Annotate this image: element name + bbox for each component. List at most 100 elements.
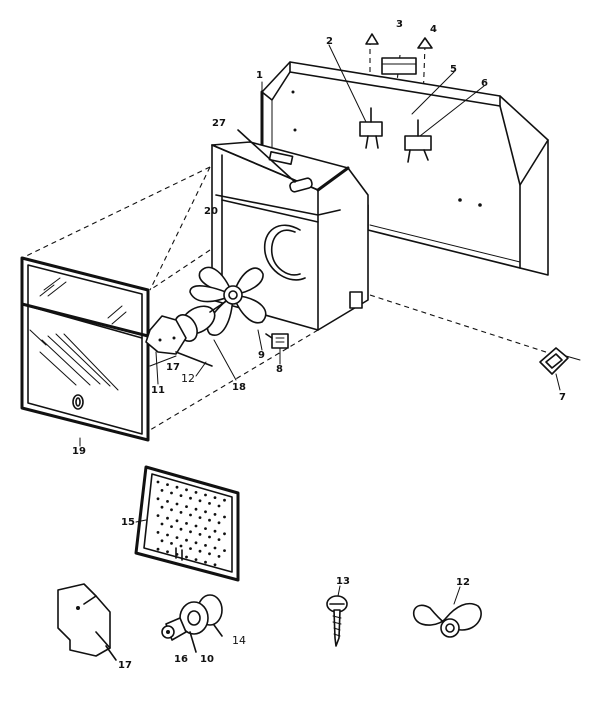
knob-cap-right — [417, 37, 433, 49]
filter-mesh-dot — [189, 496, 192, 500]
filter-mesh-dot — [156, 547, 160, 551]
filter-mesh-dot — [160, 505, 164, 509]
filter-mesh-dot — [156, 514, 160, 517]
callout-labels: 1 2 3 4 5 6 27 20 7 8 9 18 11 17 12 19 1… — [72, 19, 566, 671]
filter-mesh-dot — [194, 524, 198, 528]
motor-bracket — [145, 315, 213, 367]
front-panel-19 — [20, 256, 150, 442]
filter-mesh-dot — [185, 505, 188, 508]
filter-mesh-dot — [175, 502, 179, 506]
filter-mesh-dot — [213, 513, 217, 516]
filter-mesh-dot — [213, 563, 217, 567]
filter-mesh-dot — [156, 531, 160, 534]
filter-mesh-dot — [175, 519, 179, 523]
filter-mesh-dot — [213, 529, 217, 533]
callout-1: 1 — [256, 70, 263, 81]
filter-mesh-dot — [179, 527, 183, 531]
callout-18: 18 — [232, 382, 246, 393]
callout-13: 13 — [336, 576, 350, 587]
switch-part-6 — [404, 119, 432, 163]
callout-11: 11 — [151, 385, 165, 396]
filter-mesh-dot — [198, 516, 202, 519]
switch-part-2 — [359, 107, 383, 149]
filter-mesh-dot — [175, 485, 179, 489]
filter-mesh-dot — [160, 489, 164, 492]
filter-mesh-dot — [170, 491, 173, 495]
filter-mesh-dot — [223, 498, 226, 502]
filter-mesh-dot — [194, 491, 198, 494]
filter-mesh-dot — [204, 527, 207, 530]
filter-mesh-dot — [189, 530, 192, 534]
control-knob-part-3 — [381, 57, 417, 75]
filter-mesh-dot — [156, 480, 160, 484]
callout-17-upper: 17 — [166, 362, 180, 373]
callout-20: 20 — [204, 206, 218, 217]
filter-mesh-dot — [194, 507, 198, 511]
filter-mesh-dot — [194, 541, 198, 545]
capacitor-part-27 — [237, 129, 313, 193]
callout-7: 7 — [559, 392, 566, 403]
filter-mesh-dot — [156, 497, 160, 501]
filter-mesh-dot — [185, 538, 188, 542]
callout-5: 5 — [450, 64, 457, 75]
knob-cap-left — [365, 33, 379, 45]
filter-mesh-dot — [175, 536, 179, 539]
filter-mesh-dots — [156, 480, 226, 567]
filter-mesh-dot — [179, 494, 183, 497]
filter-mesh-dot — [204, 510, 207, 514]
filter-mesh-dot — [189, 547, 192, 550]
callout-9: 9 — [258, 350, 265, 361]
filter-mesh-dot — [204, 544, 207, 547]
filter-mesh-dot — [217, 538, 221, 541]
filter-mesh-dot — [217, 521, 221, 525]
callout-12-upper: 12 — [181, 372, 195, 385]
filter-mesh-dot — [179, 544, 183, 548]
connector-part-8 — [265, 333, 289, 349]
wing-nut-part-12 — [412, 602, 482, 638]
filter-mesh-dot — [208, 535, 211, 539]
leader-lines — [79, 44, 561, 605]
callout-16: 16 — [174, 654, 188, 665]
filter-mesh-dot — [160, 522, 164, 526]
filter-mesh-dot — [185, 522, 188, 525]
filter-mesh-dot — [198, 499, 202, 503]
callout-27: 27 — [212, 118, 226, 129]
filter-mesh-dot — [208, 552, 211, 556]
filter-mesh-dot — [175, 553, 179, 556]
pulley-part-14 — [161, 594, 223, 653]
filter-mesh-dot — [166, 550, 169, 554]
callout-6: 6 — [481, 78, 488, 89]
callout-3: 3 — [396, 19, 403, 30]
mounting-bracket-part-17 — [57, 583, 117, 661]
callout-4: 4 — [430, 24, 437, 35]
filter-mesh-dot — [198, 533, 202, 536]
filter-mesh-dot — [185, 488, 188, 492]
filter-mesh-dot — [166, 483, 169, 486]
filter-mesh-dot — [213, 496, 217, 499]
filter-mesh-dot — [208, 518, 211, 522]
filter-mesh-dot — [166, 533, 169, 537]
filter-mesh-dot — [160, 539, 164, 543]
callout-8: 8 — [276, 364, 283, 375]
filter-mesh-dot — [170, 508, 173, 512]
callout-14: 14 — [232, 634, 246, 647]
filter-mesh-dot — [185, 555, 188, 559]
switch-plate-part-7 — [539, 347, 581, 375]
filter-mesh-dot — [166, 500, 169, 503]
filter-mesh-dot — [204, 493, 207, 497]
filter-mesh-dot — [194, 558, 198, 561]
callout-17-lower: 17 — [118, 660, 132, 671]
filter-mesh-dot — [208, 502, 211, 505]
filter-mesh-dot — [223, 532, 226, 536]
filter-mesh-dot — [189, 513, 192, 517]
filter-mesh-dot — [179, 511, 183, 514]
filter-mesh-dot — [204, 560, 207, 564]
filter-mesh-dot — [170, 542, 173, 545]
filter-mesh-dot — [166, 516, 169, 520]
callout-19: 19 — [72, 446, 86, 457]
filter-mesh-dot — [223, 549, 226, 552]
callout-15: 15 — [121, 517, 135, 528]
filter-mesh-dot — [217, 555, 221, 558]
